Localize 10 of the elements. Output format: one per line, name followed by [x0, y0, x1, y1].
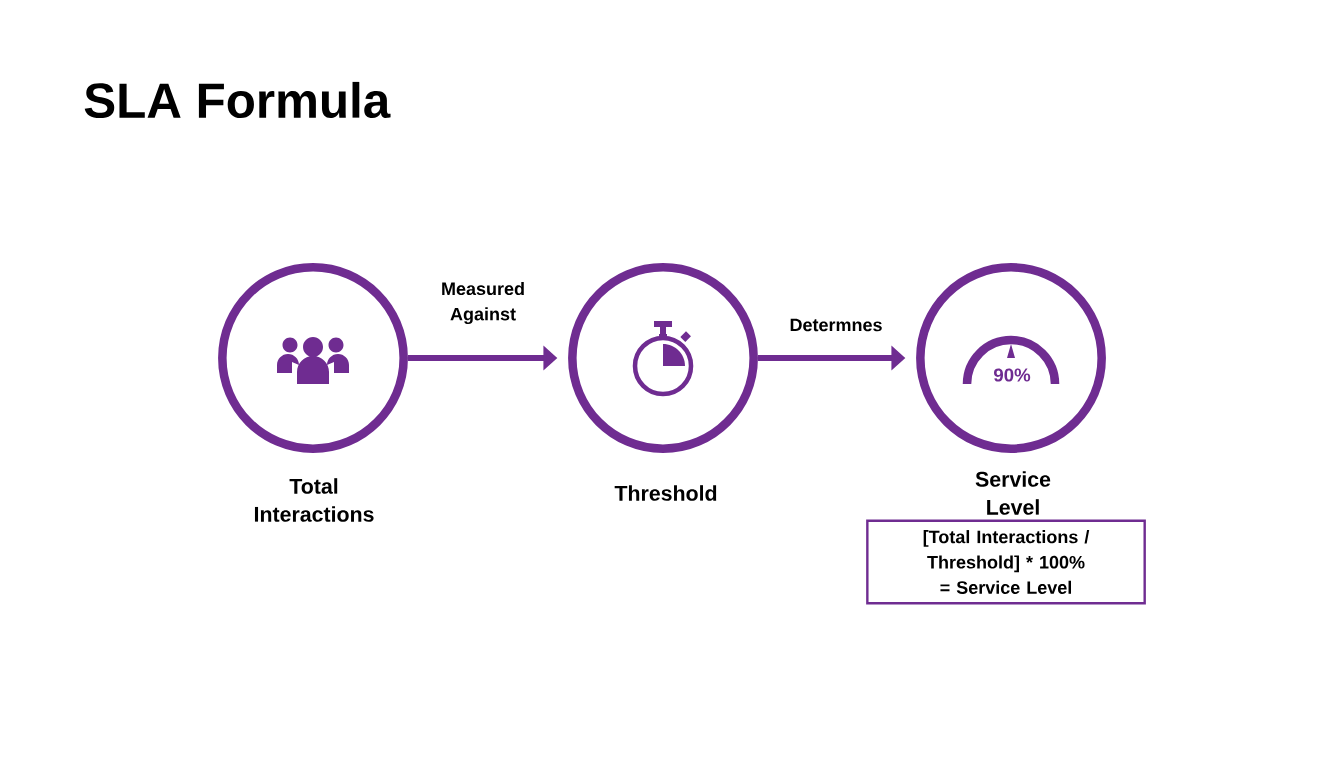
node-label: Service Level [975, 471, 1051, 515]
title: SLA Formula [84, 81, 391, 119]
circle-node: Total Interactions [218, 263, 408, 522]
node-label: Total Interactions [254, 478, 374, 522]
circle-node: 90% Service Level [916, 263, 1106, 515]
circle-node: Threshold [568, 263, 758, 501]
edge-label: Measured Against [442, 281, 524, 325]
formula-box: [Total Interactions / Threshold] * 100% = Service Level [866, 519, 1146, 605]
edge-label: Determnes [790, 318, 882, 332]
node-label: Threshold [614, 485, 717, 501]
